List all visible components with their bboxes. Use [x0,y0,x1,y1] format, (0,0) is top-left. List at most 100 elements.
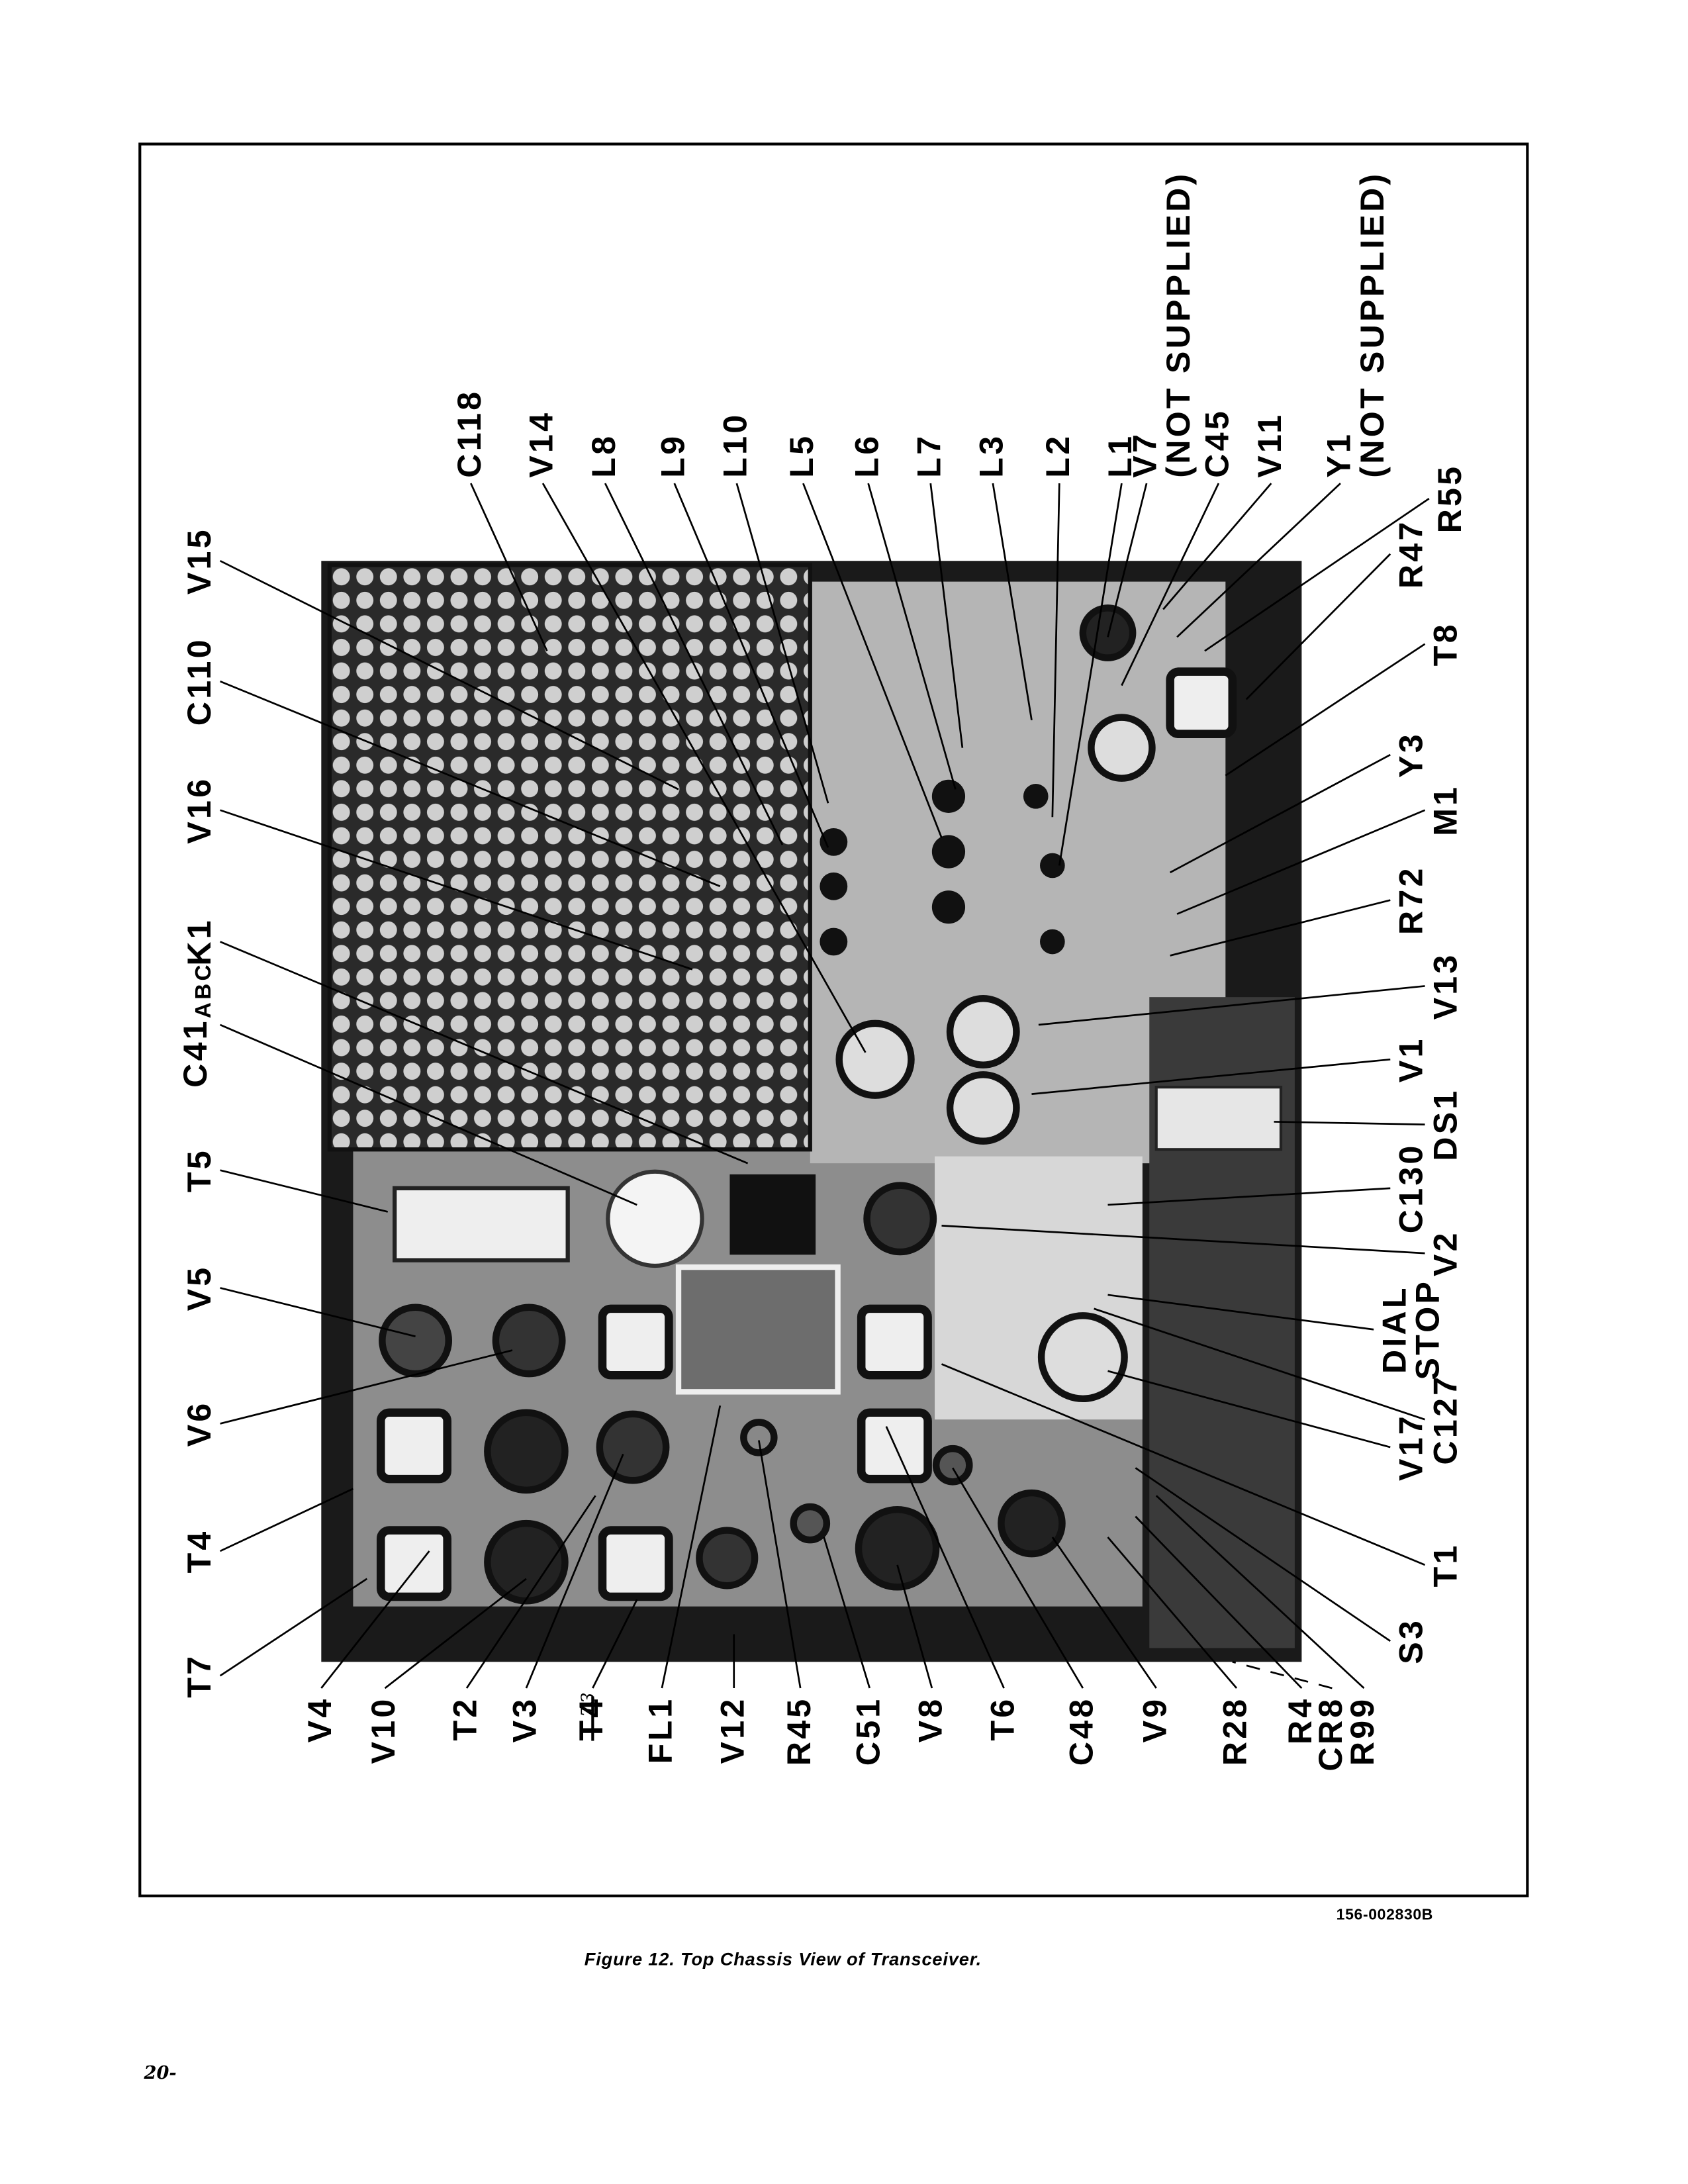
leader-line [661,1405,722,1689]
vacuum-tubes [379,604,1156,1605]
callout-label-text: R28 [1217,1696,1255,1766]
callout-label: M1 [1428,784,1465,836]
callout-label-text: T6 [984,1696,1022,1741]
leader-line [220,941,749,1164]
leader-line [470,483,548,651]
leader-line [992,483,1033,721]
leader-line [952,1467,1084,1689]
handwritten-correction: T3 [579,1692,600,1716]
callout-label: T2 [447,1696,485,1741]
leader-line [1232,1660,1333,1689]
leader-line [1107,1370,1391,1448]
leader-line [220,1169,389,1213]
callout-label: DS1 [1428,1088,1465,1161]
callout-label-text: L3 [973,433,1011,478]
callout-label: C45 [1199,408,1237,478]
callout-label-text: DIAL [1376,1285,1414,1374]
callout-label: K1 [181,918,218,966]
callout-label: C41ABC [177,962,221,1088]
callout-label-text: T2 [447,1696,485,1741]
leader-line [1274,1121,1425,1125]
capacitor-c41 [606,1169,704,1268]
callout-label-text: C48 [1063,1696,1102,1766]
callout-label: V11 [1252,412,1289,478]
leader-line [1094,1307,1425,1421]
callout-label: T8 [1428,622,1465,666]
callout-label-text: V16 [181,776,219,844]
callout-label: V6 [181,1400,219,1447]
perforated-cover [327,563,812,1152]
callout-label: V2 [1427,1230,1466,1277]
leader-line [735,483,829,804]
figure-caption: Figure 12. Top Chassis View of Transceiv… [584,1948,982,1970]
callout-label: (NOT SUPPLIED) [1160,171,1198,478]
callout-label-text: L5 [784,433,821,478]
callout-label-text: V1 [1393,1036,1430,1083]
callout-label: R72 [1393,865,1430,935]
leader-line [1135,1467,1391,1642]
callout-label: T4 [181,1529,219,1574]
callout-label: DIAL [1376,1285,1413,1374]
filter-fl1 [675,1264,841,1395]
callout-label-text: L10 [717,412,755,478]
leader-line [1051,483,1060,818]
leader-line [1107,483,1148,638]
callout-label: C48 [1063,1696,1102,1766]
leader-line [1162,483,1272,610]
callout-label-text: R47 [1393,519,1430,589]
callout-label: S3 [1393,1618,1430,1664]
callout-label-text: V17 [1393,1413,1430,1481]
page-number: 20- [144,2063,177,2085]
callout-label-text: C51 [850,1696,888,1766]
callout-label: L3 [973,433,1011,478]
callout-label: CR8 [1313,1697,1350,1772]
callout-label-text: T4 [181,1529,219,1574]
leader-line [220,560,679,790]
callout-label-text: V2 [1427,1230,1466,1277]
callout-label: R45 [781,1697,818,1766]
leader-lines [219,483,1430,1689]
leader-line [220,1349,513,1425]
leader-line [525,1453,624,1689]
leader-line [941,1224,1425,1255]
callout-label: C127 [1427,1374,1466,1465]
callout-label-text: C130 [1393,1143,1430,1234]
callout-label: L7 [911,434,948,478]
transformer-t5 [393,1186,570,1262]
callout-label-text: V3 [506,1696,545,1743]
callout-label-text: C41 [177,1018,215,1088]
leader-line [758,1440,802,1689]
leader-line [220,680,721,888]
callout-label-text: C45 [1199,408,1237,478]
callout-label-text: Y1 [1321,431,1359,478]
callout-label: V9 [1137,1697,1174,1743]
subscript: ABC [192,962,216,1019]
callout-label: C110 [181,637,218,726]
callout-label-text: V6 [181,1400,219,1447]
callout-label-text: L2 [1040,433,1078,478]
callout-label: (NOT SUPPLIED) [1354,171,1392,478]
leader-line [592,1599,638,1689]
leader-line [885,1426,1005,1689]
callout-label-text: V5 [181,1264,219,1311]
leader-line [1245,553,1391,700]
callout-label-text: V8 [912,1696,951,1743]
callout-label-text: V10 [365,1696,403,1764]
leader-line [465,1495,596,1689]
leader-line [1135,1515,1303,1689]
callout-label-text: T5 [181,1148,219,1193]
leader-line [220,1287,416,1338]
callout-label-text: (NOT SUPPLIED) [1160,171,1198,478]
tube-sockets [376,667,1237,1601]
callout-label-text: (NOT SUPPLIED) [1354,171,1392,478]
callout-label-text: T1 [1427,1543,1466,1588]
figure-frame [138,142,1529,1897]
callout-label-text: L8 [585,433,624,478]
leader-line [1121,483,1220,687]
leader-line [1176,809,1426,915]
callout-label: Y3 [1393,732,1430,778]
callout-label: V10 [365,1696,403,1764]
callout-label-text: C127 [1427,1374,1466,1465]
callout-label-text: R72 [1393,865,1430,935]
callout-label: V17 [1393,1413,1430,1481]
